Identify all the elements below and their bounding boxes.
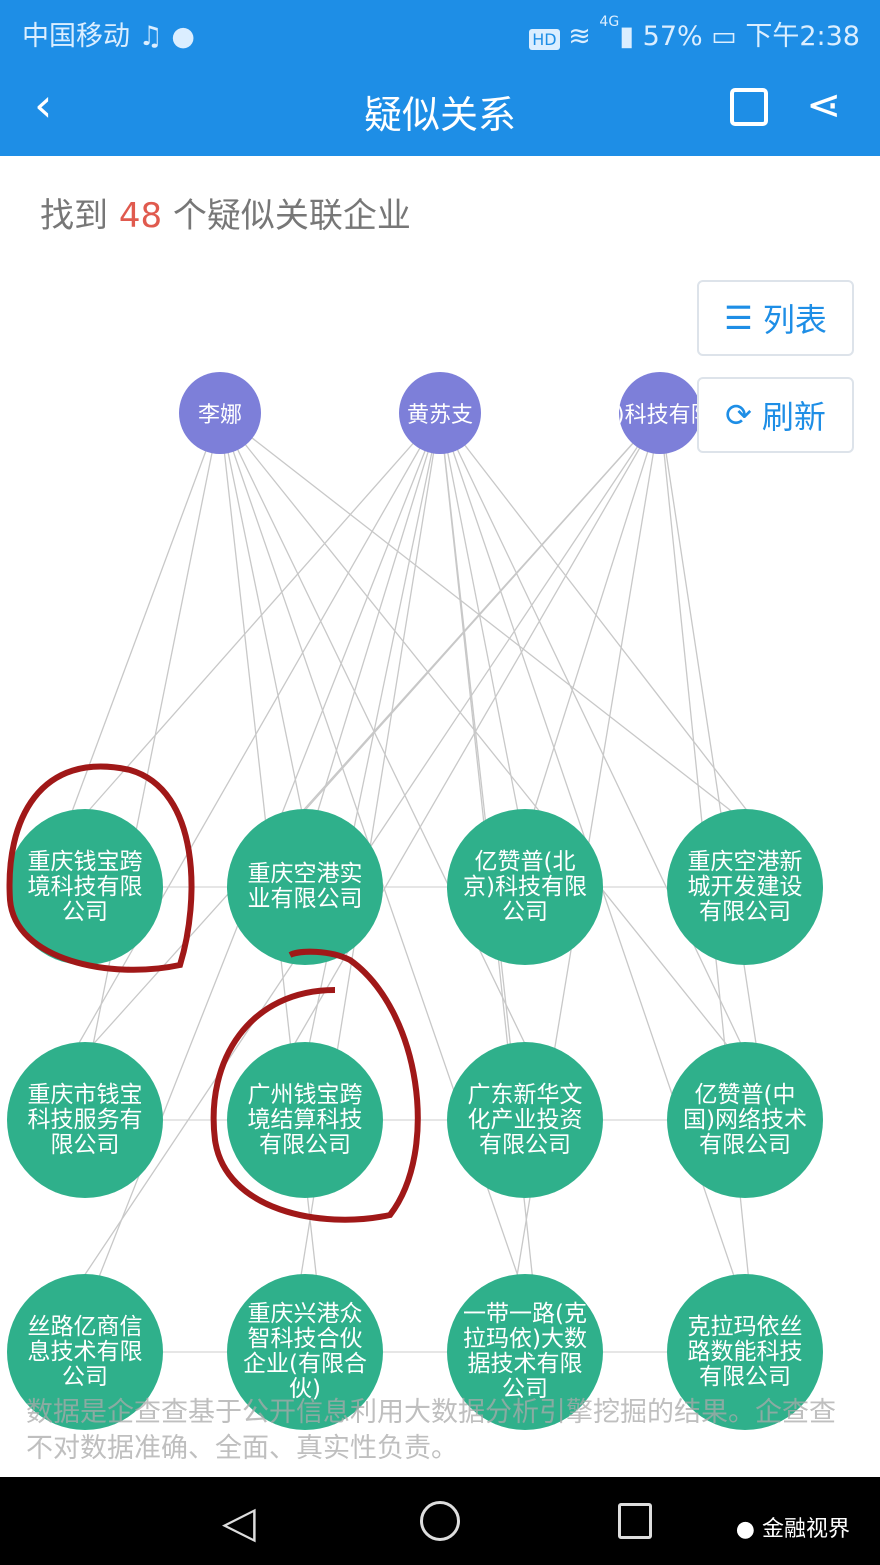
list-view-button[interactable]: ☰列表: [697, 280, 854, 356]
company-node[interactable]: 重庆兴港众智科技合伙企业(有限合伙): [227, 1274, 383, 1430]
company-node[interactable]: 广东新华文化产业投资有限公司: [447, 1042, 603, 1198]
result-count: 48: [118, 196, 163, 236]
company-node[interactable]: 重庆空港新城开发建设有限公司: [667, 809, 823, 965]
signal-icon: ▮: [619, 21, 635, 52]
summary-prefix: 找到: [40, 196, 108, 236]
clock: 下午2:38: [745, 21, 860, 52]
disclaimer-text: 数据是企查查基于公开信息利用大数据分析引擎挖掘的结果。企查查不对数据准确、全面、…: [26, 1397, 836, 1464]
company-node[interactable]: 一带一路(克拉玛依)大数据技术有限公司: [447, 1274, 603, 1430]
refresh-label: 刷新: [761, 398, 826, 436]
nav-back-icon[interactable]: ◁: [222, 1497, 256, 1548]
wechat-icon: ●: [735, 1517, 755, 1542]
network-type: 4G: [599, 14, 620, 30]
wifi-icon: ≋: [568, 21, 591, 52]
relation-edge: [87, 412, 661, 1051]
nav-recents-icon[interactable]: [618, 1503, 652, 1539]
wechat-icon: ●: [171, 21, 195, 52]
share-icon[interactable]: ⋖: [806, 80, 842, 129]
nav-home-icon[interactable]: [420, 1501, 460, 1541]
company-node[interactable]: 重庆空港实业有限公司: [227, 809, 383, 965]
company-node[interactable]: 克拉玛依丝路数能科技有限公司: [667, 1274, 823, 1430]
person-node[interactable]: 李娜: [179, 372, 261, 454]
company-node[interactable]: 重庆市钱宝科技服务有限公司: [7, 1042, 163, 1198]
app-bar: ‹ 疑似关系 ⋖: [0, 60, 880, 156]
summary-suffix: 个疑似关联企业: [172, 196, 411, 236]
relation-edge: [315, 412, 441, 818]
back-button[interactable]: ‹: [34, 78, 53, 132]
company-node[interactable]: 亿赞普(北京)科技有限公司: [447, 809, 603, 965]
company-node[interactable]: 丝路亿商信息技术有限公司: [7, 1274, 163, 1430]
company-node[interactable]: 重庆钱宝跨境科技有限公司: [7, 809, 163, 965]
relation-edge: [290, 412, 661, 1051]
relation-edge: [82, 412, 441, 818]
battery-icon: ▭: [711, 21, 737, 52]
relation-edge: [69, 412, 221, 818]
relation-edge: [74, 412, 441, 1051]
refresh-button[interactable]: ⟳刷新: [697, 377, 854, 453]
carrier: 中国移动: [22, 21, 130, 52]
company-node[interactable]: 广州钱宝跨境结算科技有限公司: [227, 1042, 383, 1198]
person-node[interactable]: 黄苏支: [399, 372, 481, 454]
battery-percent: 57%: [642, 21, 703, 52]
list-icon: ☰: [724, 299, 753, 337]
hd-icon: HD: [529, 29, 560, 50]
result-summary: 找到 48 个疑似关联企业: [40, 188, 411, 237]
status-bar: 中国移动 ♫ ● HD ≋ 4G▮ 57% ▭ 下午2:38: [0, 0, 880, 60]
watermark: ● 金融视界: [735, 1517, 850, 1542]
company-node[interactable]: 亿赞普(中国)网络技术有限公司: [667, 1042, 823, 1198]
page-title: 疑似关系: [363, 93, 516, 137]
music-icon: ♫: [138, 21, 163, 52]
save-icon[interactable]: [730, 88, 768, 126]
person-node[interactable]: (北京)科技有限公司: [619, 372, 701, 454]
refresh-icon: ⟳: [725, 396, 752, 434]
list-label: 列表: [762, 301, 827, 339]
relation-edge: [531, 412, 661, 818]
system-nav-bar: ◁ ● 金融视界: [0, 1477, 880, 1565]
